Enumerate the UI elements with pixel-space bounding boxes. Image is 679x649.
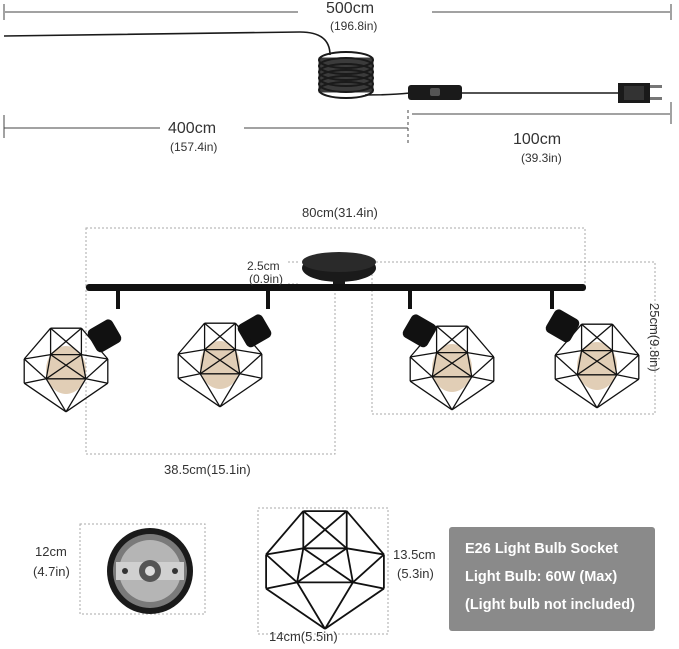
inline-switch: [408, 85, 462, 100]
ceiling-base: [302, 252, 376, 290]
cord-total-length-in: (196.8in): [330, 19, 378, 33]
lamp-head: [545, 291, 640, 409]
cord-split-dimension-lines: [3, 102, 672, 145]
base-height-in: (0.9in): [249, 272, 284, 286]
lamp-heads: [23, 291, 640, 413]
power-cord: [3, 31, 620, 99]
spec-socket: E26 Light Bulb Socket: [465, 541, 619, 557]
cord-right-length: 100cm: [513, 131, 562, 148]
spec-bulb: Light Bulb: 60W (Max): [465, 569, 618, 585]
cord-total-dimension-line: [3, 4, 672, 20]
cord-total-length: 500cm: [326, 0, 375, 17]
mounting-plate: [107, 528, 193, 614]
cage-width: 14cm(5.5in): [269, 629, 338, 644]
lamp-head: [177, 291, 272, 408]
lamp-head: [23, 291, 122, 413]
cord-right-length-in: (39.3in): [521, 151, 562, 165]
fixture-span: 38.5cm(15.1in): [164, 462, 251, 477]
cage-dimension-box: [257, 507, 389, 635]
plug: [618, 83, 662, 103]
cage-height: 13.5cm: [393, 547, 436, 562]
plate-size-in: (4.7in): [33, 564, 70, 579]
cage-height-in: (5.3in): [397, 566, 434, 581]
fixture-width: 80cm(31.4in): [302, 205, 378, 220]
base-height: 2.5cm: [247, 259, 280, 273]
fixture-bar: [86, 284, 586, 291]
cord-coil: [318, 51, 374, 99]
spec-note: (Light bulb not included): [465, 597, 635, 613]
spec-panel: E26 Light Bulb Socket Light Bulb: 60W (M…: [449, 527, 655, 631]
lamp-cage: [265, 510, 385, 630]
plate-size: 12cm: [35, 544, 67, 559]
fixture-height: 25cm(9.8in): [647, 303, 662, 372]
cord-left-length: 400cm: [168, 120, 217, 137]
cord-left-length-in: (157.4in): [170, 140, 218, 154]
lamp-head: [402, 291, 495, 411]
plate-dimension-box: [79, 523, 206, 615]
